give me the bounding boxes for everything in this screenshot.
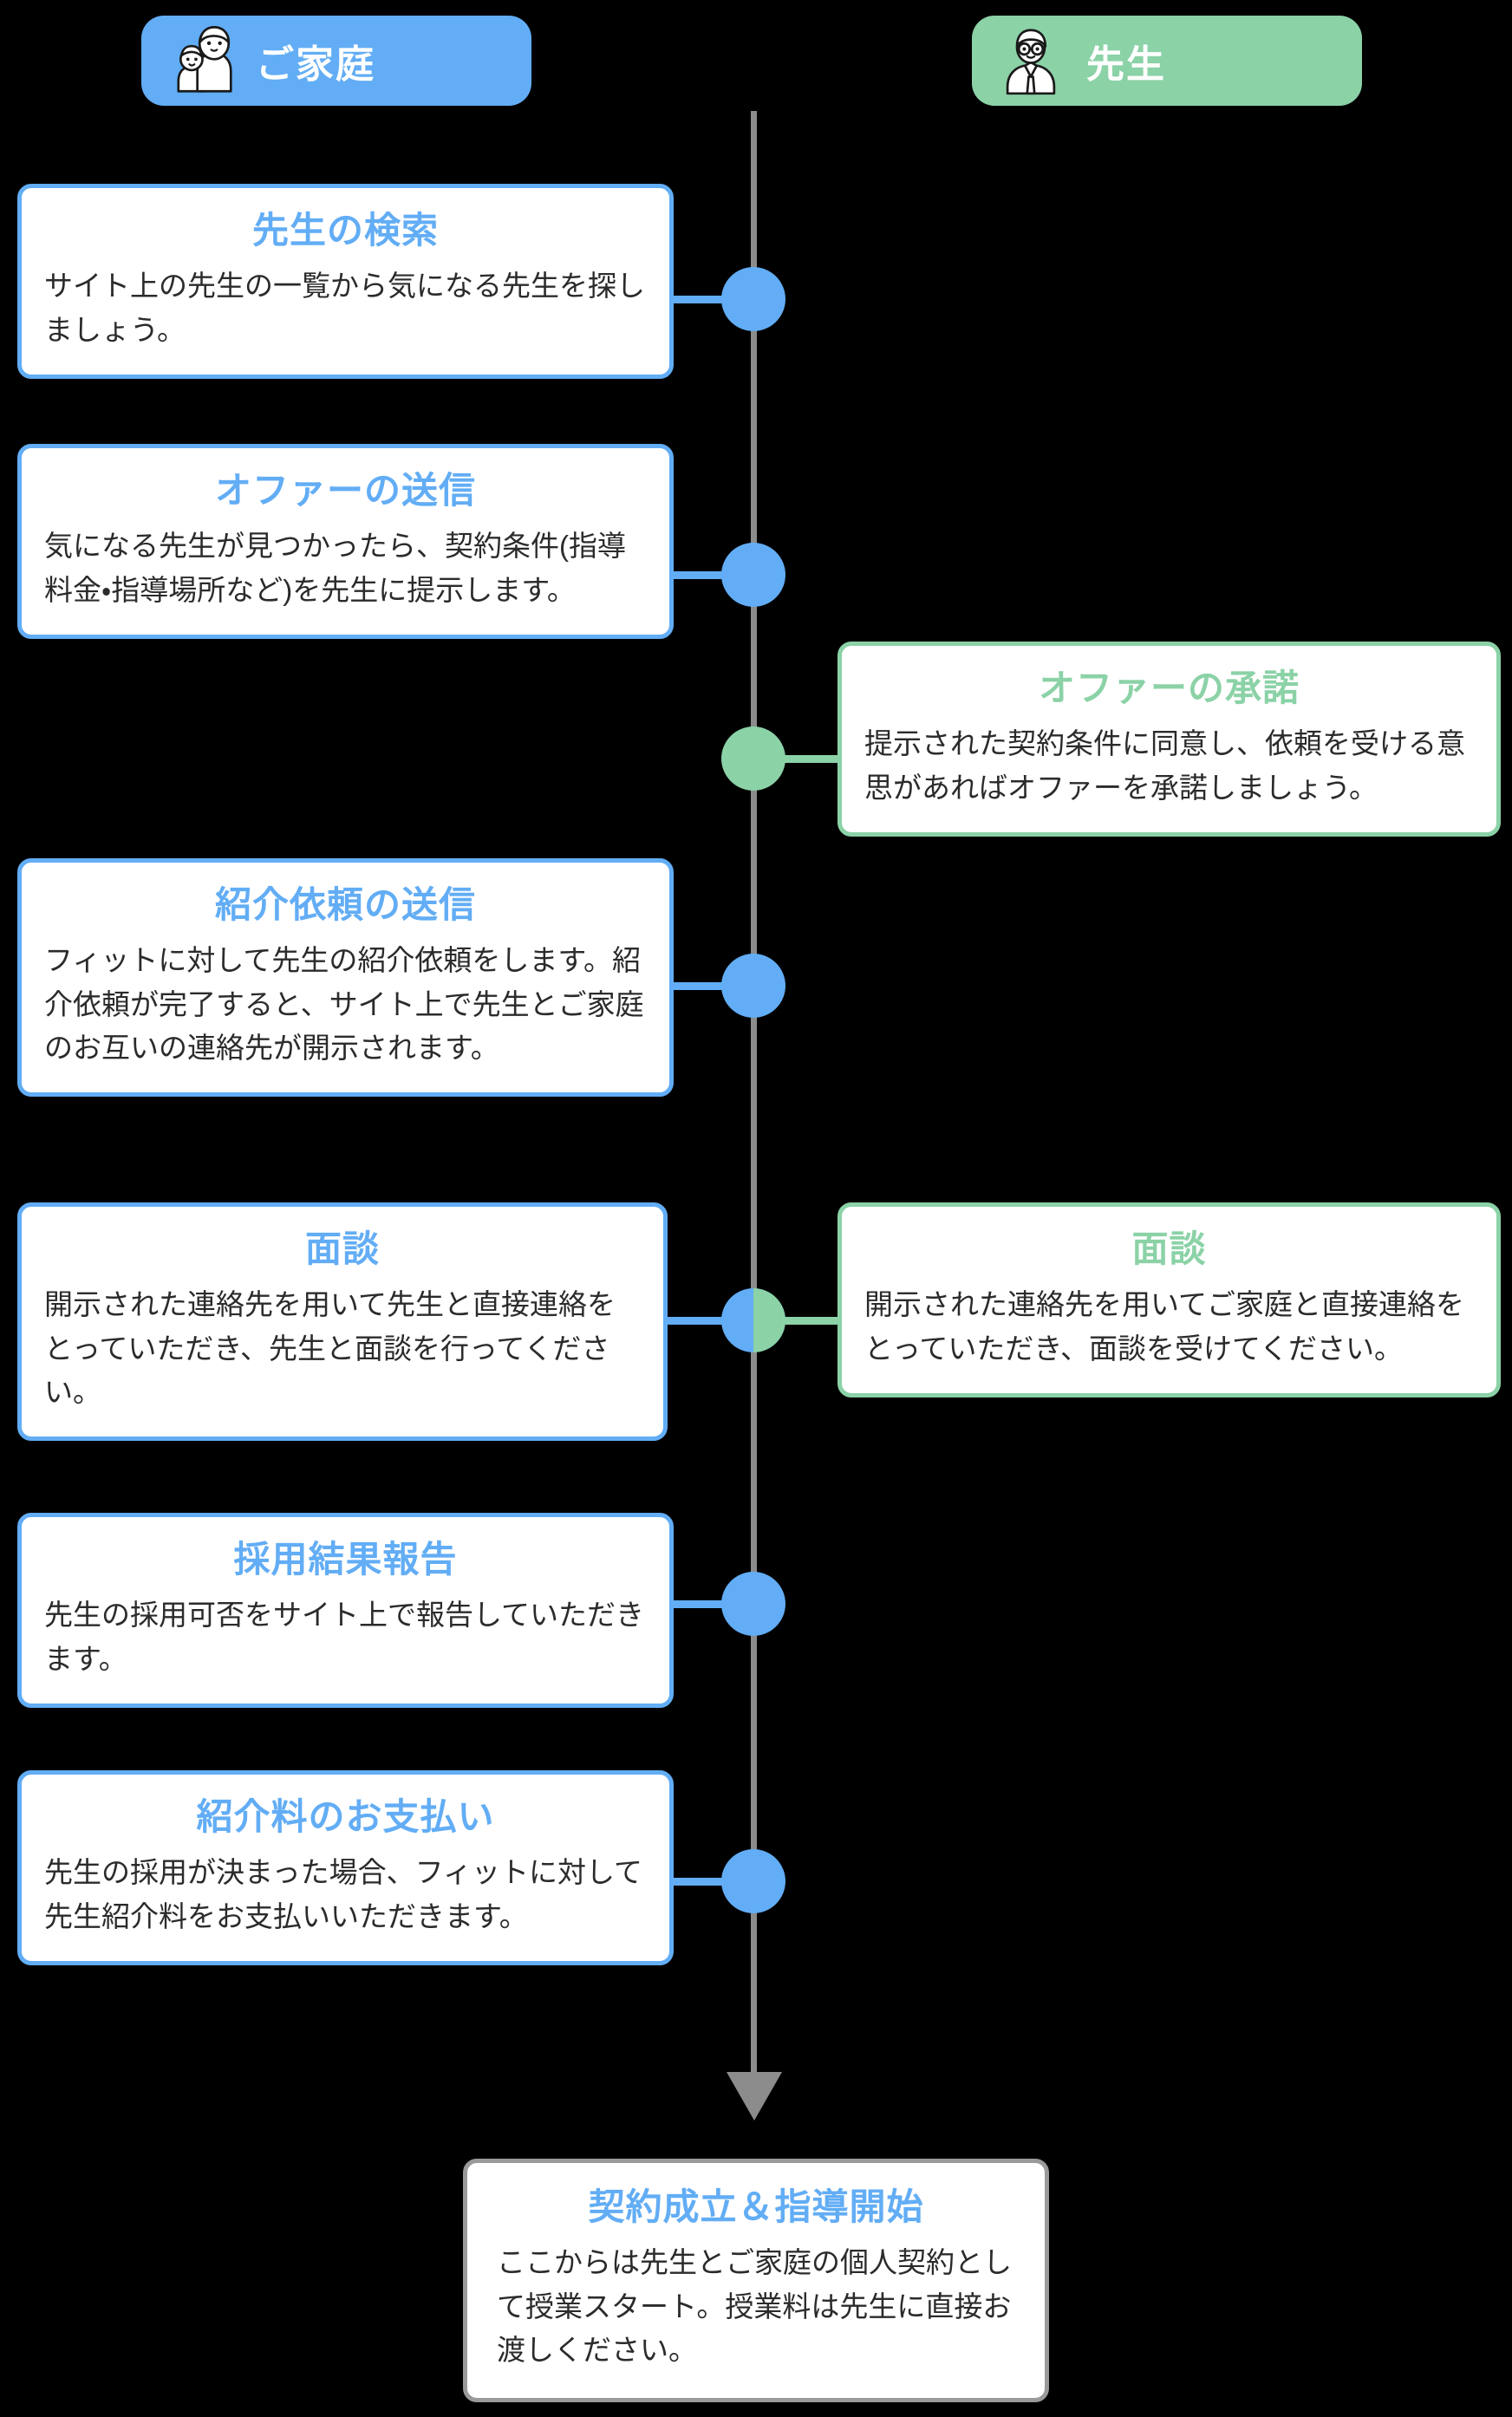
step-card-body: サイト上の先生の一覧から気になる先生を探しましょう。 xyxy=(44,270,645,346)
step-card-send-offer[interactable]: オファーの送信 気になる先生が見つかったら、契約条件(指導料金・指導場所など)を… xyxy=(17,444,674,639)
connector-step-5-family xyxy=(664,1317,757,1325)
connector-step-6 xyxy=(670,1600,757,1608)
step-card-pay-referral-fee[interactable]: 紹介料のお支払い 先生の採用が決まった場合、フィットに対して先生紹介料をお支払い… xyxy=(17,1770,674,1965)
connector-step-3 xyxy=(751,755,842,763)
step-card-accept-offer[interactable]: オファーの承諾 提示された契約条件に同意し、依頼を受ける意思があればオファーを承… xyxy=(837,642,1501,837)
step-card-title: 面談 xyxy=(304,1228,380,1269)
timeline-dot-step-3 xyxy=(721,726,785,791)
step-card-body: 気になる先生が見つかったら、契約条件(指導料金・指導場所など)を先生に提示します… xyxy=(44,530,626,606)
connector-step-1 xyxy=(670,296,757,303)
connector-step-4 xyxy=(670,982,757,990)
timeline-dot-step-1 xyxy=(721,267,785,331)
step-card-send-referral-request[interactable]: 紹介依頼の送信 フィットに対して先生の紹介依頼をします。紹介依頼が完了すると、サ… xyxy=(17,858,674,1097)
timeline-dot-step-7 xyxy=(721,1849,785,1913)
teacher-icon xyxy=(1006,29,1056,95)
connector-step-7 xyxy=(670,1878,757,1886)
timeline-dot-step-4 xyxy=(721,954,785,1018)
step-card-title: 面談 xyxy=(1131,1228,1207,1269)
step-card-body: 開示された連絡先を用いてご家庭と直接連絡をとっていただき、面談を受けてください。 xyxy=(864,1288,1465,1365)
step-card-title: 紹介料のお支払い xyxy=(196,1796,495,1837)
family-icon xyxy=(177,26,232,93)
final-card-contract-start[interactable]: 契約成立＆指導開始 ここからは先生とご家庭の個人契約として授業スタート。授業料は… xyxy=(463,2159,1049,2402)
final-card-title: 契約成立＆指導開始 xyxy=(588,2186,924,2227)
step-card-search-teacher[interactable]: 先生の検索 サイト上の先生の一覧から気になる先生を探しましょう。 xyxy=(17,184,674,379)
step-card-interview-teacher[interactable]: 面談 開示された連絡先を用いてご家庭と直接連絡をとっていただき、面談を受けてくだ… xyxy=(837,1202,1501,1397)
header-pill-family-label: ご家庭 xyxy=(256,43,375,86)
timeline-spine xyxy=(751,111,757,2088)
step-card-report-hiring-result[interactable]: 採用結果報告 先生の採用可否をサイト上で報告していただきます。 xyxy=(17,1513,674,1708)
step-card-title: オファーの送信 xyxy=(214,470,476,511)
connector-step-2 xyxy=(670,571,757,579)
step-card-title: オファーの承諾 xyxy=(1038,668,1300,708)
timeline-dot-step-6 xyxy=(721,1572,785,1636)
step-card-interview-family[interactable]: 面談 開示された連絡先を用いて先生と直接連絡をとっていただき、先生と面談を行って… xyxy=(17,1202,668,1441)
step-card-body: フィットに対して先生の紹介依頼をします。紹介依頼が完了すると、サイト上で先生とご… xyxy=(44,944,644,1064)
timeline-dot-step-5 xyxy=(721,1288,785,1352)
connector-step-5-teacher xyxy=(751,1317,842,1325)
header-pill-teacher: 先生 xyxy=(972,16,1362,106)
step-card-body: 提示された契約条件に同意し、依頼を受ける意思があればオファーを承諾しましょう。 xyxy=(864,727,1465,804)
step-card-title: 先生の検索 xyxy=(251,210,439,251)
timeline-dot-step-2 xyxy=(721,543,785,607)
step-card-body: 開示された連絡先を用いて先生と直接連絡をとっていただき、先生と面談を行ってくださ… xyxy=(44,1288,616,1408)
step-card-body: 先生の採用可否をサイト上で報告していただきます。 xyxy=(44,1599,645,1675)
step-card-title: 紹介依頼の送信 xyxy=(214,884,476,925)
step-card-body: 先生の採用が決まった場合、フィットに対して先生紹介料をお支払いいただきます。 xyxy=(44,1856,643,1932)
header-pill-family: ご家庭 xyxy=(141,16,531,106)
timeline-arrow-icon xyxy=(727,2072,782,2121)
final-card-body: ここからは先生とご家庭の個人契約として授業スタート。授業料は先生に直接お渡しくだ… xyxy=(497,2246,1012,2366)
step-card-title: 採用結果報告 xyxy=(233,1539,458,1580)
header-pill-teacher-label: 先生 xyxy=(1086,43,1166,86)
